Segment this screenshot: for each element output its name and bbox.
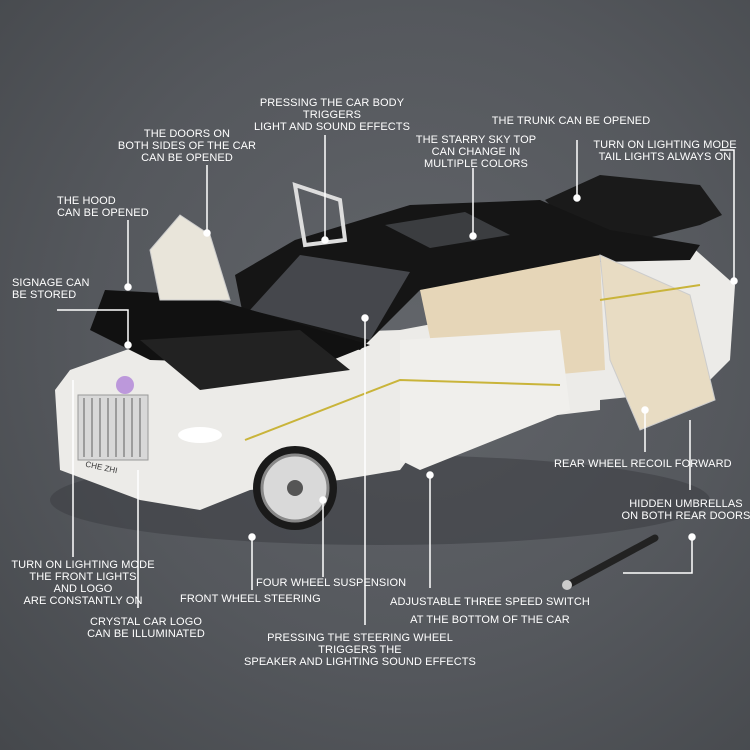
label-line: THE DOORS ON <box>143 128 231 140</box>
label-line: AND LOGO <box>53 583 113 595</box>
label-line: BOTH SIDES OF THE CAR <box>117 140 257 152</box>
label-line: SPEAKER AND LIGHTING SOUND EFFECTS <box>244 656 476 668</box>
label-line: THE HOOD <box>57 195 116 207</box>
label-line: CRYSTAL CAR LOGO <box>89 616 203 628</box>
label-line: CAN CHANGE IN <box>431 146 521 158</box>
headlight <box>178 427 222 443</box>
label-line: THE STARRY SKY TOP <box>415 134 537 146</box>
grille-bars <box>83 398 141 457</box>
label-line: THE FRONT LIGHTS <box>29 571 137 583</box>
label-switch: ADJUSTABLE THREE SPEED SWITCH AT THE BOTT… <box>390 593 590 629</box>
crystal-logo <box>116 376 134 394</box>
label-line: TURN ON LIGHTING MODE <box>593 139 737 151</box>
label-line: SIGNAGE CAN <box>12 277 90 289</box>
front-left-door <box>149 214 231 301</box>
label-line: ON BOTH REAR DOORS <box>621 510 750 522</box>
front-right-door <box>400 330 570 470</box>
label-front-steering: FRONT WHEEL STEERING <box>180 593 321 605</box>
label-line: TURN ON LIGHTING MODE <box>11 559 155 571</box>
label-line: PRESSING THE STEERING WHEEL <box>267 632 453 644</box>
label-line: PRESSING THE CAR BODY <box>259 97 405 109</box>
label-line: CAN BE ILLUMINATED <box>87 628 205 640</box>
label-line: REAR WHEEL RECOIL FORWARD <box>554 458 732 470</box>
sunroof <box>385 212 510 248</box>
label-line: FOUR WHEEL SUSPENSION <box>256 577 407 589</box>
umbrella <box>564 534 659 589</box>
windshield <box>250 255 410 340</box>
label-line: BE STORED <box>12 289 77 301</box>
pinstripe <box>244 284 701 441</box>
wheel-hub <box>287 480 303 496</box>
label-line: TRIGGERS <box>302 109 362 121</box>
label-line: LIGHT AND SOUND EFFECTS <box>253 121 411 133</box>
label-line: ARE CONSTANTLY ON <box>23 595 143 607</box>
label-line: CAN BE OPENED <box>141 152 233 164</box>
label-line: HIDDEN UMBRELLAS <box>629 498 743 510</box>
label-line: ADJUSTABLE THREE SPEED SWITCH <box>390 596 590 608</box>
label-line: MULTIPLE COLORS <box>424 158 528 170</box>
label-rear-wheel: REAR WHEEL RECOIL FORWARD <box>554 458 732 470</box>
label-line: CAN BE OPENED <box>57 207 149 219</box>
umbrella-tip <box>562 580 572 590</box>
label-line: FRONT WHEEL STEERING <box>180 593 321 605</box>
label-line: THE TRUNK CAN BE OPENED <box>491 115 651 127</box>
label-line: AT THE BOTTOM OF THE CAR <box>410 614 570 626</box>
label-line: TRIGGERS THE <box>318 644 402 656</box>
engine-bay <box>140 330 350 390</box>
grille <box>77 394 149 461</box>
label-trunk: THE TRUNK CAN BE OPENED <box>492 115 651 127</box>
label-suspension: FOUR WHEEL SUSPENSION <box>256 577 406 589</box>
label-line: TAIL LIGHTS ALWAYS ON <box>598 151 732 163</box>
